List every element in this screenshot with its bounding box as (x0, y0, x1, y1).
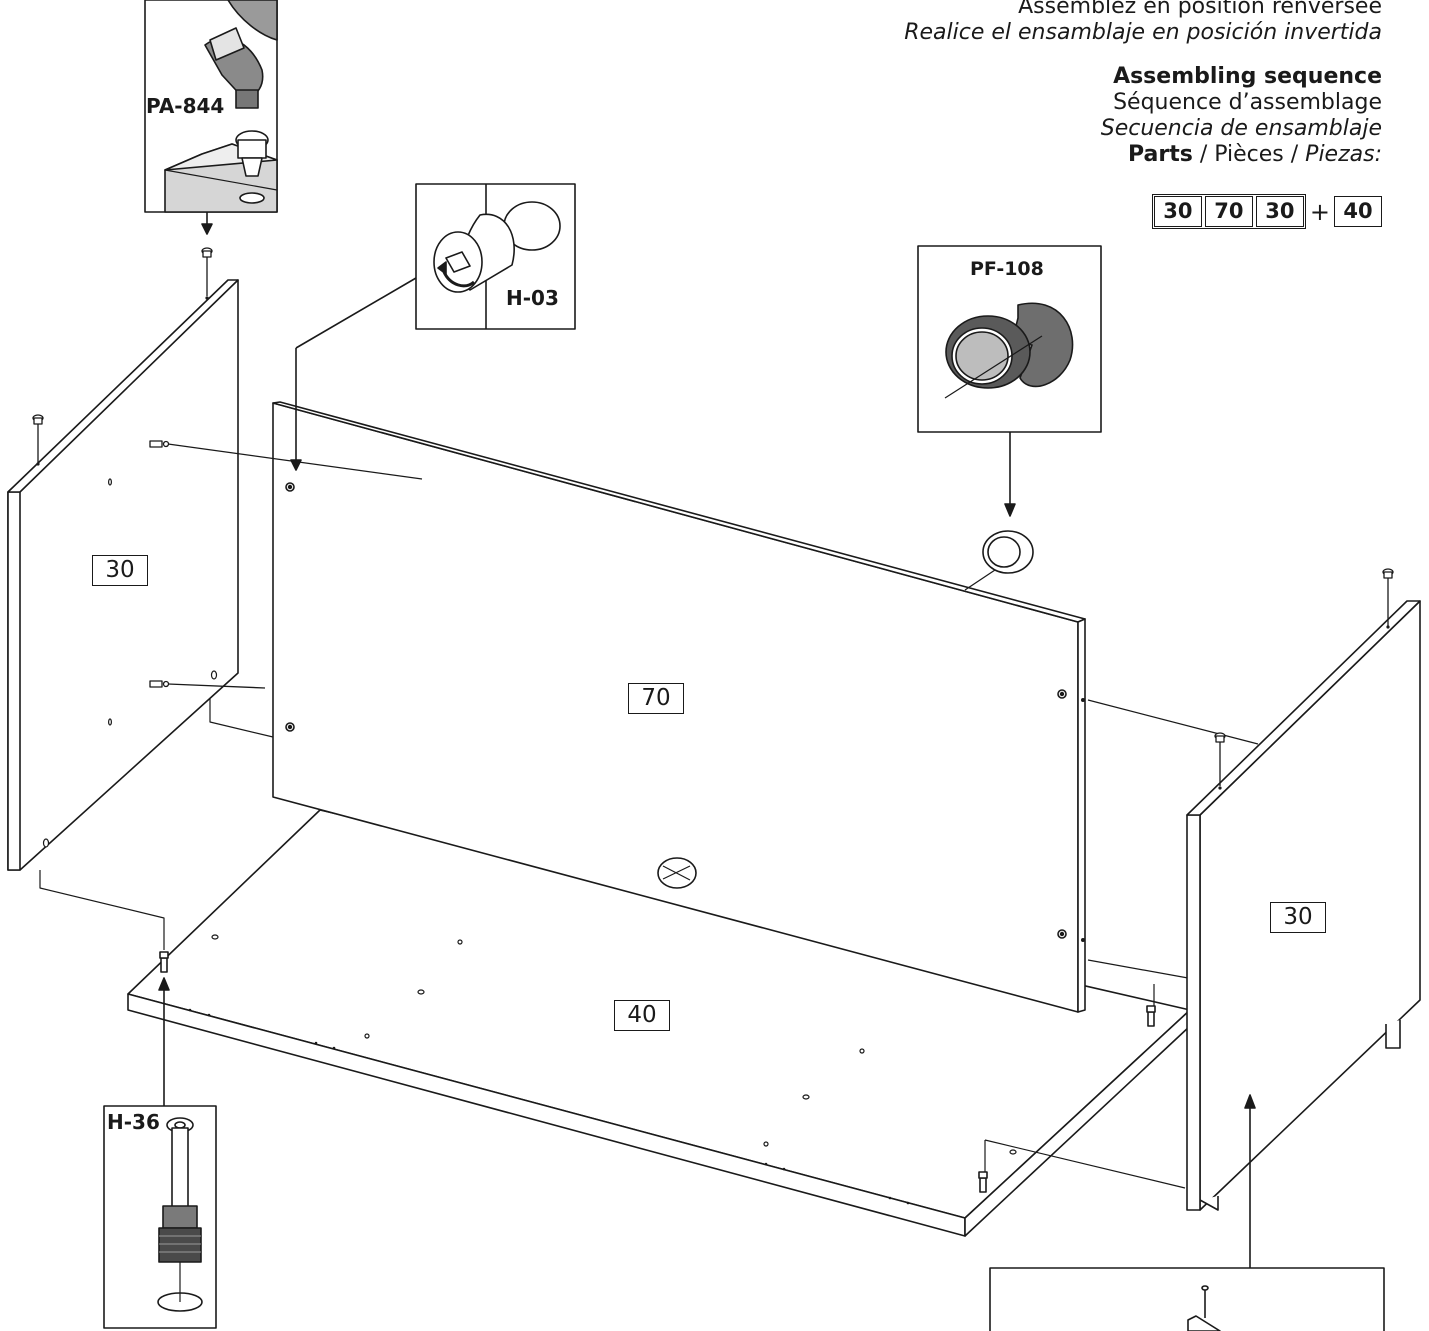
callout-detail-bottom-right (989, 1267, 1385, 1331)
parts-line: Parts / Pièces / Piezas: (1101, 142, 1382, 168)
callout-h36 (103, 1105, 217, 1329)
sequence-title-en: Assembling sequence (1113, 64, 1382, 89)
h03-leader-1 (295, 277, 417, 349)
label-right-side-panel: 30 (1270, 902, 1326, 933)
upside-down-es: Realice el ensamblaje en posición invert… (904, 20, 1382, 45)
parts-sep-2: / (1283, 142, 1306, 167)
pa844-arrowhead (201, 223, 213, 235)
parts-es: Piezas: (1305, 142, 1382, 167)
sequence-title-fr: Séquence d’assemblage (1113, 90, 1382, 115)
label-pa844: PA-844 (146, 94, 225, 118)
bottom-dowels (159, 951, 1156, 1193)
sequence-part-1: 30 (1153, 196, 1202, 227)
parts-sep-1: / (1192, 142, 1215, 167)
sequence-plus: + (1309, 197, 1330, 226)
sequence-part-3: 30 (1255, 196, 1304, 227)
sequence-header: Assembling sequence Séquence d’assemblag… (1101, 64, 1382, 168)
parts-sequence: 30 70 30 + 40 (1151, 194, 1382, 229)
sequence-part-2: 70 (1204, 196, 1253, 227)
parts-fr: Pièces (1214, 142, 1284, 167)
instruction-header: Assemblez en position renversée Realice … (904, 0, 1382, 46)
upside-down-fr: Assemblez en position renversée (1018, 0, 1382, 19)
label-left-side-panel: 30 (92, 555, 148, 586)
parts-en: Parts (1127, 142, 1193, 167)
h36-arrowhead (158, 977, 170, 991)
callout-h03 (415, 183, 576, 330)
sequence-title-es: Secuencia de ensamblaje (1100, 116, 1382, 141)
callout-pa844 (144, 0, 278, 213)
guide-lines-right (1087, 699, 1259, 745)
detail-arrowhead (1244, 1094, 1256, 1109)
label-pf108: PF-108 (970, 258, 1044, 280)
label-h36: H-36 (107, 1110, 160, 1134)
grommet-on-panel (964, 530, 1034, 591)
label-back-panel: 70 (628, 683, 684, 714)
label-bottom-panel: 40 (614, 1000, 670, 1031)
h03-arrowhead (290, 459, 302, 471)
pf108-arrowhead (1004, 503, 1016, 517)
label-h03: H-03 (506, 286, 559, 310)
parts-group: 30 70 30 (1151, 194, 1306, 229)
callout-pf108 (917, 245, 1102, 433)
sequence-part-final: 40 (1334, 196, 1382, 227)
